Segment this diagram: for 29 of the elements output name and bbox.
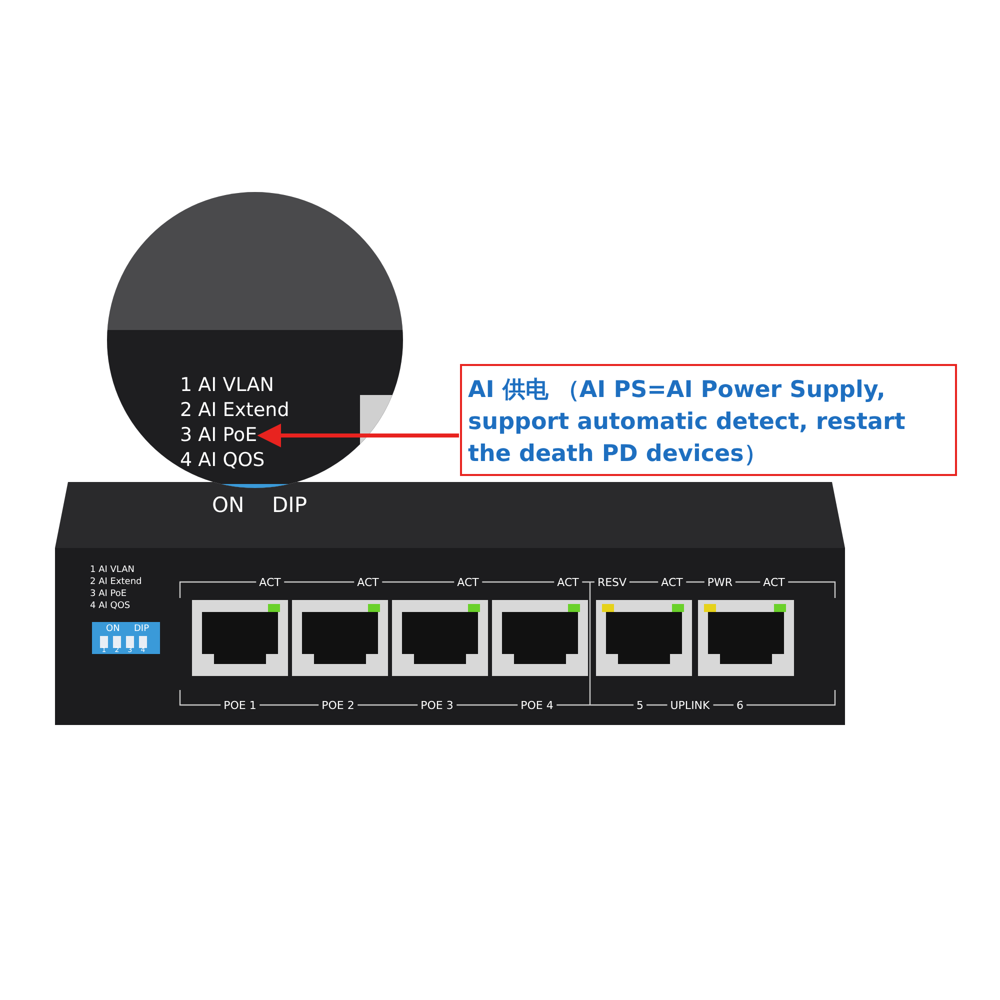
dip-setting-label: 2 AI Extend (180, 401, 290, 420)
led-label: RESV (594, 577, 630, 588)
led-label: ACT (256, 577, 284, 588)
switch-label: DIP (272, 495, 308, 516)
led-label: ACT (454, 577, 482, 588)
dip-setting-label: 3 AI PoE (180, 426, 258, 445)
dip-setting-label: 4 AI QOS (90, 602, 130, 611)
arrow (257, 424, 459, 448)
dip-setting-label: 1 AI VLAN (180, 376, 274, 395)
port-label: 5 (634, 700, 646, 711)
led-label: ACT (658, 577, 686, 588)
dip-setting-label: 4 AI QOS (180, 451, 265, 470)
dip-setting-label: 1 AI VLAN (90, 566, 135, 575)
port-label: POE 1 (220, 700, 260, 711)
port-label: 6 (734, 700, 746, 711)
switch-label: ON (106, 625, 120, 634)
switch-label: DIP (134, 625, 150, 634)
port-label: POE 4 (518, 700, 556, 711)
led-label: PWR (704, 577, 736, 588)
led-label: ACT (354, 577, 382, 588)
port-label: POE 2 (318, 700, 358, 711)
port-label: UPLINK (667, 700, 713, 711)
switch-label: ON (212, 495, 244, 516)
port-label: POE 3 (418, 700, 456, 711)
led-label: ACT (554, 577, 582, 588)
dip-setting-label: 2 AI Extend (90, 578, 142, 587)
dip-setting-label: 3 AI PoE (90, 590, 127, 599)
callout-box: AI 供电 （AI PS=AI Power Supply, support automatic detect, restart the death PD devices） (460, 364, 957, 476)
led-label: ACT (760, 577, 788, 588)
